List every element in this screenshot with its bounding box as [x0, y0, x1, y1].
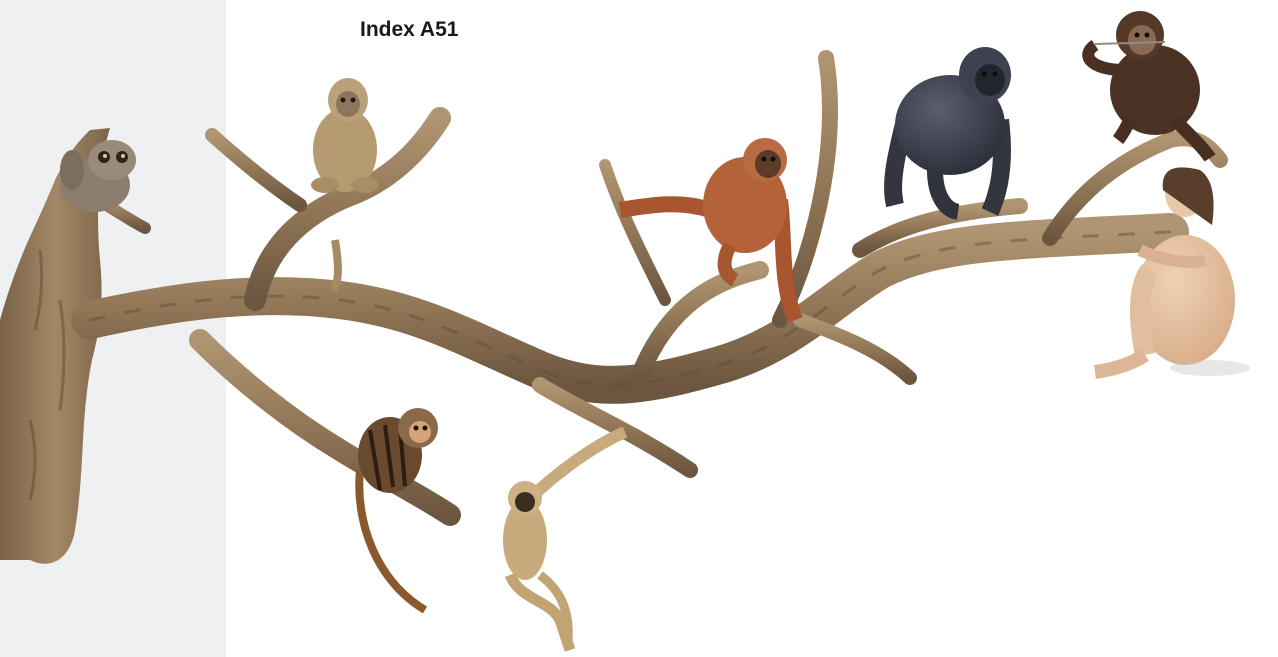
macaque-icon — [311, 78, 379, 290]
chimpanzee-icon — [1088, 11, 1210, 158]
index-title: Index A51 — [360, 18, 458, 42]
tree-branches — [90, 58, 1220, 515]
loris-icon — [60, 140, 136, 212]
gibbon-icon — [503, 432, 625, 650]
human-figure-icon — [1095, 167, 1250, 376]
gorilla-icon — [893, 47, 1011, 212]
